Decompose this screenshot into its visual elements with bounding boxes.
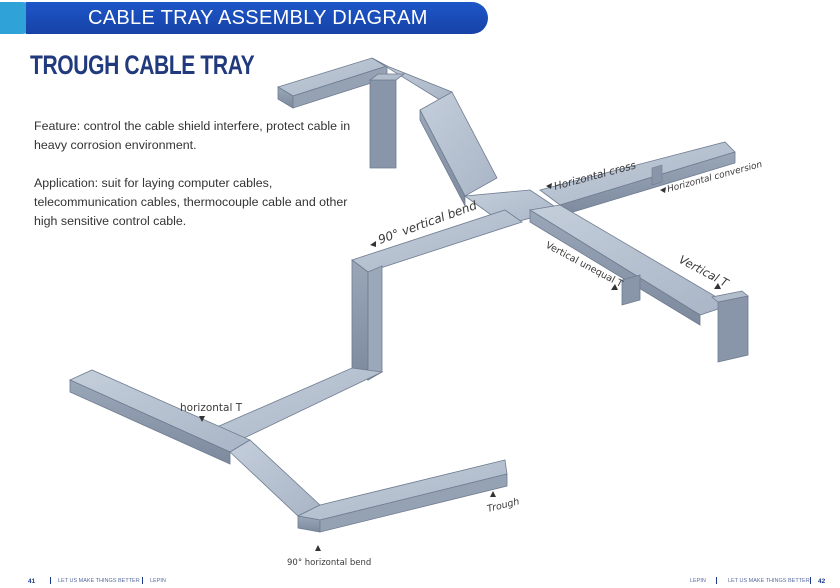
pointer-vertical-t (714, 283, 721, 289)
section-title: TROUGH CABLE TRAY (30, 50, 255, 80)
top-trough-section (277, 57, 453, 169)
label-horizontal-t: horizontal T (180, 402, 243, 414)
lower-run-assembly (69, 367, 508, 533)
pointer-horizontal-cross (546, 183, 552, 189)
footer-right-divider (716, 577, 717, 584)
footer-left-divider-2 (142, 577, 143, 584)
pointer-vertical-bend (370, 241, 376, 247)
header-banner: CABLE TRAY ASSEMBLY DIAGRAM (26, 2, 488, 34)
pointer-vertical-unequal-t (611, 284, 618, 290)
footer-left-brand: LEPIN (150, 578, 166, 584)
header-title: CABLE TRAY ASSEMBLY DIAGRAM (88, 7, 428, 29)
footer-left-slogan: LET US MAKE THINGS BETTER (58, 578, 140, 584)
page-footer: 41 LET US MAKE THINGS BETTER LEPIN LEPIN… (28, 577, 826, 585)
label-trough: Trough (486, 496, 521, 515)
pointer-horizontal-t (199, 416, 205, 422)
footer-right-brand: LEPIN (690, 578, 706, 584)
footer-right-page-number: 42 (818, 578, 826, 585)
pointer-horizontal-bend (315, 545, 321, 551)
footer-right-slogan: LET US MAKE THINGS BETTER (728, 578, 810, 584)
vertical-bend-run (351, 209, 523, 381)
sloping-run (419, 91, 498, 207)
label-horizontal-bend-90: 90° horizontal bend (287, 558, 371, 568)
application-text: Application: suit for laying computer ca… (34, 176, 348, 228)
pointer-trough (490, 491, 496, 497)
footer-left-divider (50, 577, 51, 584)
feature-text: Feature: control the cable shield interf… (34, 119, 351, 152)
footer-left-page-number: 41 (28, 578, 36, 585)
horizontal-cross-assembly (463, 141, 736, 226)
footer-right-divider-2 (810, 577, 811, 584)
pointer-horizontal-conversion (660, 187, 666, 193)
vertical-t-branch (528, 204, 749, 363)
